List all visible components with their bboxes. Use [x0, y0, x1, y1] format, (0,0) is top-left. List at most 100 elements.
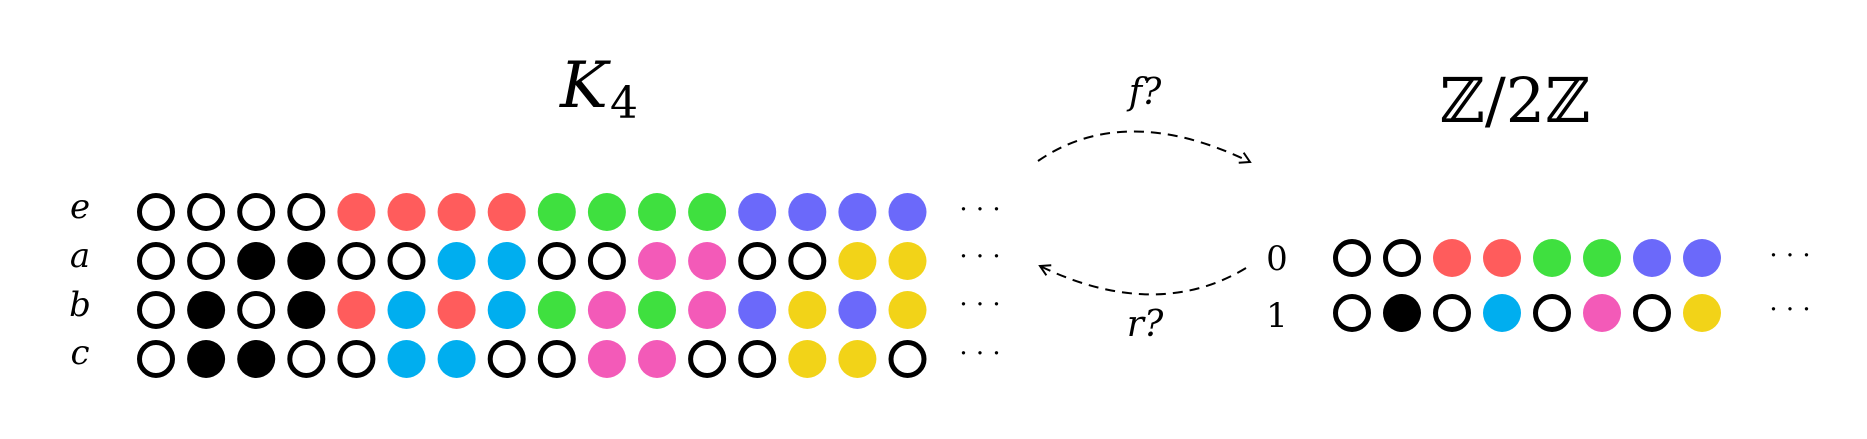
left-dot-r1-c11	[688, 242, 727, 280]
right-dot-r1-c0	[1333, 294, 1371, 332]
row-label-c: c	[70, 333, 89, 373]
left-dot-r2-c11	[688, 291, 727, 329]
left-dot-r3-c0	[137, 340, 175, 378]
left-dot-r3-c10	[638, 340, 676, 378]
left-dot-r1-c15	[888, 242, 927, 280]
row-label-a: a	[70, 236, 90, 276]
left-dot-r3-c8	[537, 340, 576, 378]
left-dot-r1-c13	[788, 242, 827, 280]
right-dot-r0-c4	[1533, 239, 1571, 277]
left-dot-r3-c12	[738, 340, 777, 378]
left-dot-r3-c3	[287, 340, 326, 378]
backward-arrow	[1038, 264, 1247, 296]
left-dot-r0-c12	[738, 193, 777, 231]
right-dot-r0-c0	[1333, 239, 1371, 277]
left-dot-r2-c9	[587, 291, 626, 329]
row-label-1: 1	[1266, 296, 1288, 336]
right-row-labels: 0 1	[1266, 239, 1288, 336]
left-dot-r0-c6	[437, 193, 476, 231]
left-dot-r1-c3	[287, 242, 326, 280]
right-dot-r0-c5	[1583, 239, 1621, 277]
left-dot-r3-c6	[437, 340, 476, 378]
left-dot-r3-c7	[487, 340, 526, 378]
left-dot-r0-c1	[187, 193, 226, 231]
left-dot-r3-c13	[788, 340, 827, 378]
left-dot-r2-c5	[387, 291, 426, 329]
right-dot-grid	[1333, 239, 1721, 332]
left-dot-r0-c14	[838, 193, 877, 231]
left-dot-r2-c6	[437, 291, 476, 329]
right-title: ℤ/2ℤ	[1440, 64, 1591, 137]
row-label-b: b	[69, 285, 91, 325]
left-dot-grid	[137, 193, 927, 378]
left-dot-r0-c4	[337, 193, 376, 231]
left-dot-r2-c14	[838, 291, 877, 329]
left-dot-r0-c2	[237, 193, 276, 231]
right-dot-r1-c1	[1383, 294, 1421, 332]
left-dot-r2-c3	[287, 291, 326, 329]
left-dot-r1-c7	[487, 242, 526, 280]
left-dot-r3-c4	[337, 340, 376, 378]
left-dot-r1-c12	[738, 242, 777, 280]
left-dot-r3-c11	[688, 340, 727, 378]
backward-arrow-label: r?	[1127, 304, 1164, 345]
left-dot-r2-c13	[788, 291, 827, 329]
row-label-e: e	[70, 187, 90, 227]
left-row-labels: e a b c	[69, 187, 91, 373]
left-dot-r1-c0	[137, 242, 175, 280]
right-dot-r0-c2	[1433, 239, 1471, 277]
left-dot-r2-c10	[638, 291, 676, 329]
right-ellipsis-row-0: · · ·	[1769, 241, 1810, 271]
right-dot-r1-c6	[1633, 294, 1671, 332]
left-dot-r0-c0	[137, 193, 175, 231]
row-label-0: 0	[1266, 239, 1288, 279]
forward-arrow-label: f?	[1126, 72, 1162, 113]
left-dot-r1-c9	[587, 242, 626, 280]
left-dot-r0-c15	[888, 193, 927, 231]
left-dot-r0-c13	[788, 193, 827, 231]
left-dot-r0-c10	[638, 193, 676, 231]
left-ellipsis-row-b: · · ·	[959, 290, 1000, 320]
left-dot-r2-c12	[738, 291, 777, 329]
left-dot-r0-c9	[587, 193, 626, 231]
left-dot-r3-c14	[838, 340, 877, 378]
right-dot-r0-c6	[1633, 239, 1671, 277]
left-dot-r2-c1	[187, 291, 226, 329]
left-dot-r3-c5	[387, 340, 426, 378]
left-dot-r1-c6	[437, 242, 476, 280]
left-dot-r1-c5	[387, 242, 426, 280]
left-dot-r0-c11	[688, 193, 727, 231]
left-ellipsis-row-e: · · ·	[959, 195, 1000, 225]
left-ellipsis-row-c: · · ·	[959, 339, 1000, 369]
left-dot-r2-c7	[487, 291, 526, 329]
left-dot-r2-c4	[337, 291, 376, 329]
left-dot-r0-c8	[537, 193, 576, 231]
left-dot-r2-c2	[237, 291, 276, 329]
left-dot-r1-c14	[838, 242, 877, 280]
left-dot-r3-c9	[587, 340, 626, 378]
left-dot-r3-c2	[237, 340, 276, 378]
right-ellipsis-row-1: · · ·	[1769, 295, 1810, 325]
left-dot-r3-c1	[187, 340, 226, 378]
left-dot-r0-c5	[387, 193, 426, 231]
right-dot-r0-c3	[1483, 239, 1521, 277]
right-dot-r1-c7	[1683, 294, 1721, 332]
right-ellipses: · · · · · ·	[1769, 241, 1810, 325]
right-dot-r0-c1	[1383, 239, 1421, 277]
left-title-subscript: 4	[610, 78, 638, 129]
left-dot-r2-c8	[537, 291, 576, 329]
left-dot-r1-c4	[337, 242, 376, 280]
left-ellipsis-row-a: · · ·	[959, 242, 1000, 272]
left-dot-r2-c0	[137, 291, 175, 329]
left-group-title: K 4	[559, 49, 638, 129]
left-ellipses: · · · · · · · · · · · ·	[959, 195, 1000, 369]
forward-arrow	[1037, 130, 1252, 164]
right-dot-r1-c5	[1583, 294, 1621, 332]
left-dot-r0-c7	[487, 193, 526, 231]
left-dot-r1-c10	[638, 242, 676, 280]
right-dot-r0-c7	[1683, 239, 1721, 277]
left-dot-r1-c8	[537, 242, 576, 280]
left-dot-r2-c15	[888, 291, 927, 329]
right-dot-r1-c4	[1533, 294, 1571, 332]
